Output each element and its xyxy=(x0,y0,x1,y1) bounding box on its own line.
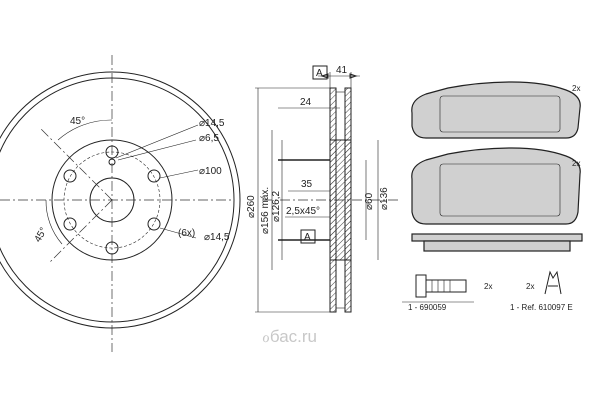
disc-section-view: 41 24 A A ⌀260 ⌀156 máx. ⌀126,2 35 2,5x4… xyxy=(246,65,400,313)
front-angle-side-label: 45° xyxy=(33,226,50,245)
bolt-hole xyxy=(63,217,77,231)
max-diameter-label: ⌀156 máx. xyxy=(260,187,271,234)
brake-pad-side-backing xyxy=(411,233,583,242)
pad-top-quantity: 2x xyxy=(572,84,580,93)
bolt-reference: 1 - 690059 xyxy=(408,303,447,312)
watermark: ℴбас.ru xyxy=(262,327,317,346)
bolt-hole xyxy=(63,169,77,183)
wheel-bolt-holes xyxy=(63,145,161,255)
disc-front-view: 45° 45° ⌀14,5 ⌀6,5 ⌀100 (6x) ⌀14,5 xyxy=(0,55,241,352)
brake-pad-top xyxy=(411,81,581,139)
hub-width-label: 24 xyxy=(300,97,312,108)
brake-pad-middle xyxy=(411,147,581,225)
bolt-quantity: 2x xyxy=(484,282,492,291)
datum-a-bottom-letter: A xyxy=(304,232,311,243)
holes-diameter-label: ⌀14,5 xyxy=(204,232,230,243)
datum-a-top xyxy=(312,65,328,80)
total-width-label: 41 xyxy=(336,65,348,76)
hub-depth-label: 35 xyxy=(301,179,313,190)
outer-diameter-label: ⌀260 xyxy=(246,195,257,218)
holes-count-label: (6x) xyxy=(178,228,195,239)
bolt-hole xyxy=(147,217,161,231)
brake-pads: 2x 2x 2x 1 - 690059 2x 1 - Ref. 610097 E xyxy=(402,81,583,312)
pin-diameter-label: ⌀6,5 xyxy=(199,133,219,144)
front-angle-top-label: 45° xyxy=(70,116,85,127)
pad-reference: 1 - Ref. 610097 E xyxy=(510,303,573,312)
inner-diameter-label: ⌀126,2 xyxy=(271,191,282,222)
pad-middle-quantity: 2x xyxy=(572,159,580,168)
pcd-label: ⌀100 xyxy=(199,166,222,177)
hub-diameter-label: ⌀136 xyxy=(379,187,390,210)
clip-quantity: 2x xyxy=(526,282,534,291)
bolt-hole xyxy=(105,145,119,159)
bore-diameter-label: ⌀60 xyxy=(364,192,375,210)
guide-bolt xyxy=(415,274,467,298)
locating-pin-hole xyxy=(108,158,116,166)
clip-spring-icon xyxy=(544,270,562,295)
chamfer-label: 2,5x45° xyxy=(286,206,320,217)
brake-pad-side-lining xyxy=(423,240,571,252)
datum-a-bottom xyxy=(300,229,316,244)
bolt-hole xyxy=(147,169,161,183)
datum-a-top-letter: A xyxy=(316,68,323,79)
hole-diameter-label: ⌀14,5 xyxy=(199,118,225,129)
bolt-hole xyxy=(105,241,119,255)
